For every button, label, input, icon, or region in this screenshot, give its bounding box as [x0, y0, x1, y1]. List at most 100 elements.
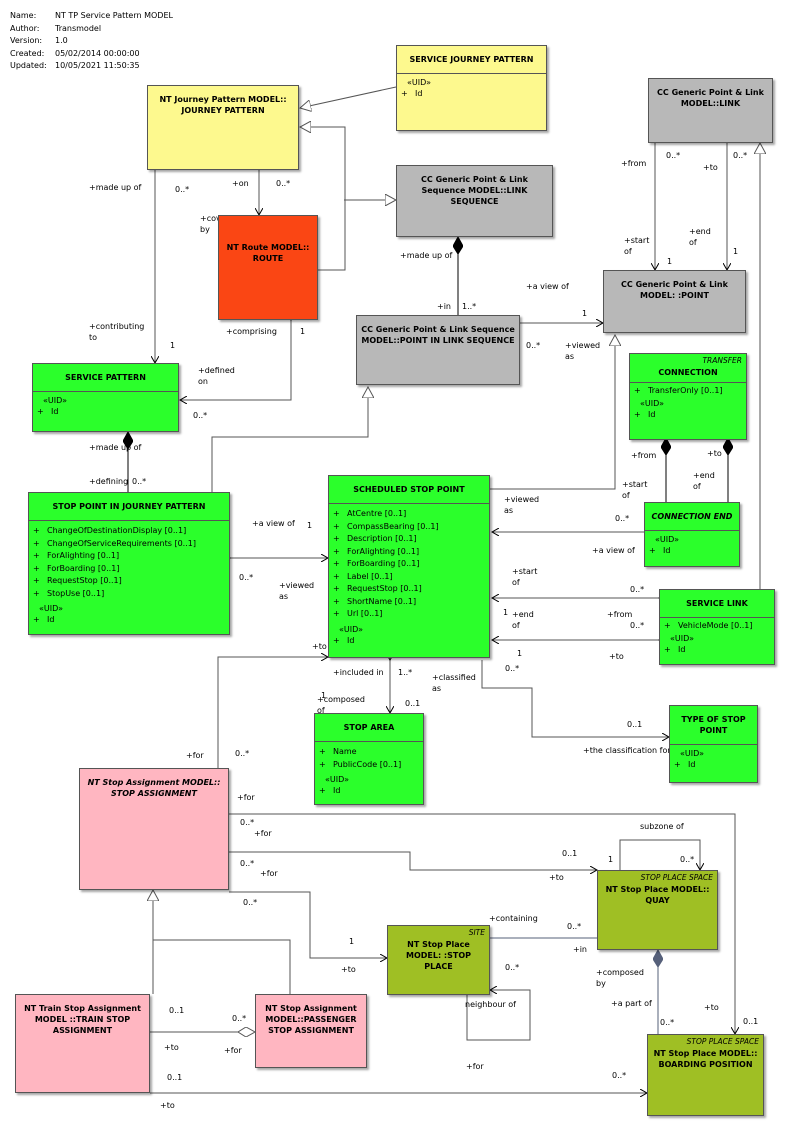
- class-title: NT Stop Assignment MODEL::PASSENGER STOP…: [265, 1004, 357, 1035]
- edge-label: 1..*: [398, 668, 412, 677]
- edge-label: 0..*: [243, 898, 257, 907]
- class-title: STOP POINT IN JOURNEY PATTERN: [52, 502, 206, 511]
- attribute-name: CompassBearing [0..1]: [347, 521, 439, 531]
- edge-label: +to: [549, 873, 564, 882]
- visibility-marker: +: [333, 635, 340, 645]
- attribute-name: Id: [47, 615, 55, 624]
- class-scheduled-stop-point[interactable]: SCHEDULED STOP POINT + AtCentre [0..1] + C…: [328, 475, 490, 658]
- edge-generalisation: [490, 335, 615, 490]
- visibility-marker: +: [333, 509, 340, 518]
- edge-label: 1..*: [462, 302, 476, 311]
- class-type-of-stop-point[interactable]: TYPE OF STOP POINT «UID» +Id: [669, 705, 758, 783]
- attribute-row: +Id: [401, 88, 542, 101]
- class-quay[interactable]: STOP PLACE SPACE NT Stop Place MODEL:: Q…: [597, 870, 718, 950]
- edge-label: 0..1: [627, 720, 642, 729]
- class-train-stop-assignment[interactable]: NT Train Stop Assignment MODEL ::TRAIN S…: [15, 994, 150, 1093]
- uid-stereotype: «UID»: [325, 775, 350, 784]
- visibility-marker: +: [634, 409, 641, 419]
- class-title: CONNECTION: [658, 368, 718, 377]
- attribute-row: +Id: [33, 614, 225, 627]
- class-connection[interactable]: TRANSFER CONNECTION +TransferOnly [0..1]…: [629, 353, 747, 440]
- edge-label: +in: [573, 945, 587, 954]
- class-service-link[interactable]: SERVICE LINK +VehicleMode [0..1] «UID» +…: [659, 589, 775, 665]
- visibility-marker: +: [333, 546, 340, 556]
- edge-label: +from: [607, 610, 633, 619]
- visibility-marker: +: [664, 621, 671, 630]
- edge-label: 0..1: [562, 849, 577, 858]
- uid-stereotype: «UID»: [655, 535, 680, 544]
- class-title: NT Stop Place MODEL: :STOP PLACE: [405, 940, 472, 971]
- uid-stereotype: «UID»: [39, 604, 64, 613]
- edge-label: 0..*: [505, 664, 519, 673]
- attribute-row: +Id: [649, 545, 735, 558]
- meta-value: 1.0: [55, 36, 68, 45]
- edge-association: [229, 891, 387, 958]
- edge-label: +for: [466, 1062, 484, 1071]
- attribute-name: ForAlighting [0..1]: [47, 551, 120, 560]
- class-stop-area[interactable]: STOP AREA +Name +PublicCode [0..1] «UID»…: [314, 713, 424, 805]
- attribute-row: +TransferOnly [0..1]: [634, 385, 742, 398]
- edge-label: 0..*: [505, 963, 519, 972]
- edge-label: 0..*: [132, 477, 146, 486]
- visibility-marker: +: [664, 644, 671, 654]
- meta-key: Author:: [10, 23, 40, 33]
- class-passenger-stop-assignment[interactable]: NT Stop Assignment MODEL::PASSENGER STOP…: [255, 994, 367, 1068]
- attribute-name: Id: [333, 786, 341, 795]
- meta-row: Name:NT TP Service Pattern MODEL: [10, 10, 173, 23]
- edge-label: +from: [631, 451, 657, 460]
- class-link-sequence[interactable]: CC Generic Point & Link Sequence MODEL::…: [396, 165, 553, 237]
- attribute-name: AtCentre [0..1]: [347, 509, 407, 518]
- class-cc-link[interactable]: CC Generic Point & Link MODEL::LINK: [648, 78, 773, 143]
- attribute-name: RequestStop [0..1]: [347, 584, 422, 593]
- visibility-marker: +: [333, 534, 340, 543]
- edge-label: +for: [237, 793, 255, 802]
- attribute-name: ForAlighting [0..1]: [347, 546, 420, 556]
- class-stop-assignment[interactable]: NT Stop Assignment MODEL:: STOP ASSIGNME…: [79, 768, 229, 890]
- visibility-marker: +: [319, 759, 326, 769]
- meta-value: 10/05/2021 11:50:35: [55, 61, 140, 70]
- attribute-name: ChangeOfDestinationDisplay [0..1]: [47, 526, 187, 535]
- visibility-marker: +: [33, 526, 40, 535]
- edge-label: +a view of: [592, 546, 635, 555]
- edge-label: 0..*: [680, 855, 694, 864]
- class-route[interactable]: NT Route MODEL:: ROUTE: [218, 215, 318, 320]
- edge-generalisation: [211, 387, 368, 492]
- edge-label: 0..1: [743, 1017, 758, 1026]
- class-journey-pattern[interactable]: NT Journey Pattern MODEL:: JOURNEY PATTE…: [147, 85, 299, 170]
- class-service-pattern[interactable]: SERVICE PATTERN «UID» +Id: [32, 363, 179, 432]
- attribute-row: +RequestStop [0..1]: [33, 575, 225, 588]
- meta-key: Version:: [10, 36, 43, 45]
- class-title: CC Generic Point & Link Sequence MODEL::…: [421, 175, 528, 206]
- class-boarding-position[interactable]: STOP PLACE SPACE NT Stop Place MODEL:: B…: [647, 1034, 764, 1116]
- edge-label: 0..*: [612, 1071, 626, 1080]
- attribute-name: StopUse [0..1]: [47, 588, 105, 598]
- meta-row: Created:05/02/2014 00:00:00: [10, 48, 173, 61]
- class-point-in-link-sequence[interactable]: CC Generic Point & Link Sequence MODEL::…: [356, 315, 520, 385]
- uid-stereotype: «UID»: [670, 633, 695, 643]
- visibility-marker: +: [33, 538, 40, 548]
- edge-label: +to: [164, 1043, 179, 1052]
- class-stop-point-in-journey-pattern[interactable]: STOP POINT IN JOURNEY PATTERN + ChangeOfD…: [28, 492, 230, 635]
- edge-label: +for: [254, 829, 272, 838]
- class-cc-point[interactable]: CC Generic Point & Link MODEL: :POINT: [603, 270, 746, 333]
- edge-label: 0..*: [239, 573, 253, 582]
- class-title: SCHEDULED STOP POINT: [353, 485, 465, 494]
- meta-key: Created:: [10, 48, 45, 58]
- attribute-row: +Url [0..1]: [333, 608, 485, 621]
- class-connection-end[interactable]: CONNECTION END «UID» +Id: [644, 502, 740, 567]
- edge-label: 1: [321, 691, 326, 700]
- edge-label: +a view of: [526, 282, 569, 291]
- attribute-row: +Id: [634, 409, 742, 422]
- edge-label: 0..*: [232, 1014, 246, 1023]
- edge-label: 1: [300, 327, 305, 336]
- class-stop-place[interactable]: SITE NT Stop Place MODEL: :STOP PLACE: [387, 925, 490, 995]
- edge-label: 0..*: [630, 621, 644, 630]
- class-service-journey-pattern[interactable]: SERVICE JOURNEY PATTERN «UID» +Id: [396, 45, 547, 131]
